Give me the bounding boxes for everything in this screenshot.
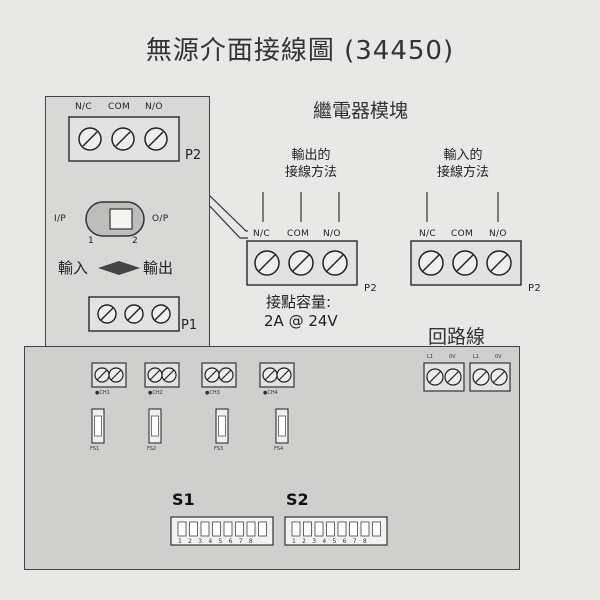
channel-connector-3-label: ●CH3 xyxy=(205,390,220,396)
switch-caption-input: 輸入 xyxy=(58,259,89,277)
screw-terminal-icon xyxy=(418,250,512,276)
left-terminal-label-com: COM xyxy=(108,102,131,112)
relay-input-terminal-block xyxy=(410,240,522,286)
screw-terminal-icon xyxy=(201,362,237,388)
fuse-icon xyxy=(215,408,229,444)
dip-switch-s1-numbers: 1 2 3 4 5 6 7 8 xyxy=(178,538,255,545)
switch-output-label: O/P xyxy=(152,214,169,224)
dip-switch-icon xyxy=(284,516,388,546)
fuse-icon xyxy=(275,408,289,444)
left-terminal-label-no: N/O xyxy=(145,102,163,112)
fuse-4: FS4 xyxy=(273,408,293,454)
switch-caption-output: 輸出 xyxy=(143,259,174,277)
relay-input-label-no: N/O xyxy=(489,229,507,239)
channel-connector-2-label: ●CH2 xyxy=(148,390,163,396)
dip-switch-s2-label: S2 xyxy=(286,490,309,509)
relay-output-label-com: COM xyxy=(287,229,310,239)
loop-terminal-1: L1 0V xyxy=(423,352,465,396)
channel-connector-1-label: ●CH1 xyxy=(95,390,110,396)
relay-output-label-no: N/O xyxy=(323,229,341,239)
dip-switch-s1-label: S1 xyxy=(172,490,195,509)
page-title: 無源介面接線圖 (34450) xyxy=(145,36,455,66)
screw-terminal-icon xyxy=(469,362,511,392)
fuse-3-label: FS3 xyxy=(214,446,224,452)
fuse-3: FS3 xyxy=(213,408,233,454)
loop-terminal-2-right-label: 0V xyxy=(495,354,502,360)
relay-module-heading: 繼電器模塊 xyxy=(313,100,409,122)
left-top-port-label: P2 xyxy=(185,148,202,163)
screw-terminal-icon xyxy=(91,362,127,388)
loop-terminal-2: L1 0V xyxy=(469,352,511,396)
channel-connector-1: ●CH1 xyxy=(91,362,127,400)
relay-output-label-nc: N/C xyxy=(253,229,270,239)
dip-switch-s2[interactable]: 1 2 3 4 5 6 7 8 xyxy=(284,516,388,554)
screw-terminal-icon xyxy=(78,127,168,151)
contact-rating-value: 2A @ 24V xyxy=(264,312,338,330)
dip-switch-s1[interactable]: 1 2 3 4 5 6 7 8 xyxy=(170,516,274,554)
relay-input-label-nc: N/C xyxy=(419,229,436,239)
fuse-2: FS2 xyxy=(146,408,166,454)
left-bottom-port-label: P1 xyxy=(181,318,198,333)
screw-terminal-icon xyxy=(144,362,180,388)
loop-terminal-1-right-label: 0V xyxy=(449,354,456,360)
double-arrow-icon xyxy=(98,261,140,275)
fuse-4-label: FS4 xyxy=(274,446,284,452)
screw-terminal-icon xyxy=(97,304,171,324)
screw-terminal-icon xyxy=(254,250,348,276)
output-wiring-label-2: 接線方法 xyxy=(284,165,337,180)
channel-connector-4: ●CH4 xyxy=(259,362,295,400)
switch-pos-2: 2 xyxy=(132,236,139,246)
input-wiring-label-1: 輸入的 xyxy=(443,148,483,163)
fuse-icon xyxy=(148,408,162,444)
io-selector-switch xyxy=(85,201,145,237)
dip-switch-s2-numbers: 1 2 3 4 5 6 7 8 xyxy=(292,538,369,545)
relay-output-port-label: P2 xyxy=(364,283,377,294)
fuse-1-label: FS1 xyxy=(90,446,100,452)
channel-connector-3: ●CH3 xyxy=(201,362,237,400)
channel-connector-2: ●CH2 xyxy=(144,362,180,400)
loop-heading: 回路線 xyxy=(428,326,486,348)
relay-output-terminal-block xyxy=(246,240,358,286)
left-top-terminal-block xyxy=(68,116,180,162)
channel-connector-4-label: ●CH4 xyxy=(263,390,278,396)
loop-terminal-1-left-label: L1 xyxy=(427,354,433,360)
relay-input-port-label: P2 xyxy=(528,283,541,294)
fuse-icon xyxy=(91,408,105,444)
fuse-1: FS1 xyxy=(89,408,109,454)
relay-input-label-com: COM xyxy=(451,229,474,239)
left-bottom-terminal-block xyxy=(88,296,180,332)
output-wiring-label-1: 輸出的 xyxy=(291,148,331,163)
contact-rating-label: 接點容量: xyxy=(266,293,332,311)
dip-switch-icon xyxy=(170,516,274,546)
input-wiring-label-2: 接線方法 xyxy=(436,165,489,180)
screw-terminal-icon xyxy=(423,362,465,392)
screw-terminal-icon xyxy=(259,362,295,388)
switch-pos-1: 1 xyxy=(88,236,95,246)
fuse-2-label: FS2 xyxy=(147,446,157,452)
switch-input-label: I/P xyxy=(54,214,67,224)
left-terminal-label-nc: N/C xyxy=(75,102,92,112)
loop-terminal-2-left-label: L1 xyxy=(473,354,479,360)
